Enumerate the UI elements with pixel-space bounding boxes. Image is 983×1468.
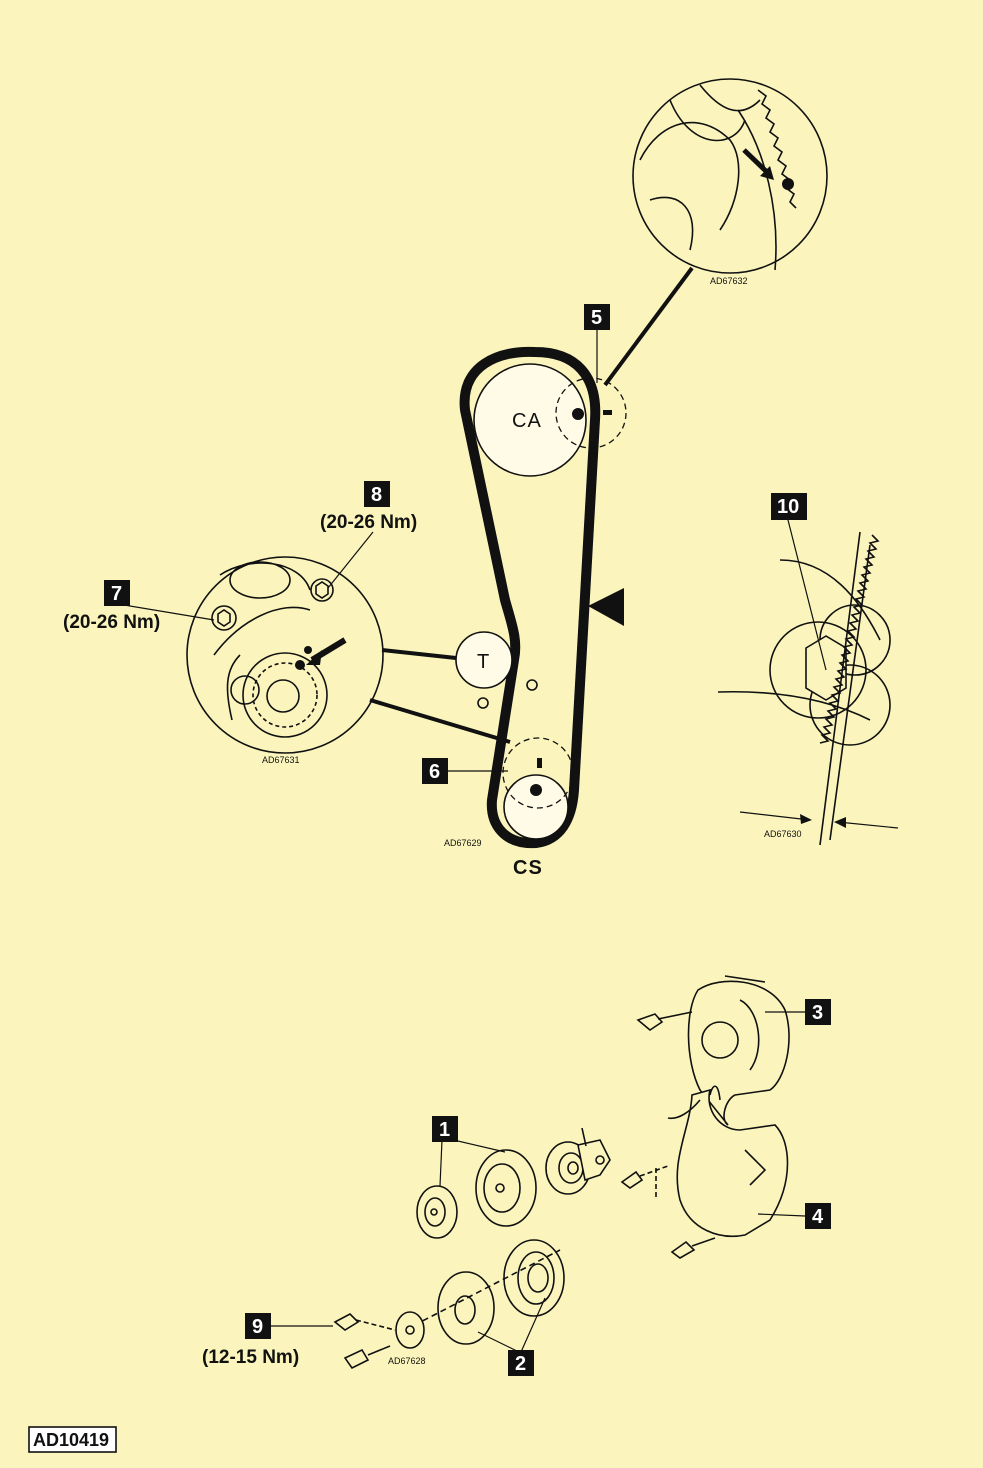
callout-8: 8 (20-26 Nm) [320, 481, 417, 589]
camshaft-detail-circle [632, 78, 828, 274]
camshaft-detail-leader [603, 266, 694, 387]
callout-label-2: 2 [515, 1353, 526, 1375]
crankshaft-timing-mark [537, 758, 542, 768]
timing-belt-layout: CA T CS AD67629 [444, 346, 627, 879]
crankshaft-pulley [503, 774, 569, 840]
torque-label-7: (20-26 Nm) [63, 612, 160, 633]
torque-label-9: (12-15 Nm) [202, 1347, 299, 1368]
crankshaft-timing-dot [530, 784, 542, 796]
callout-label-1: 1 [439, 1119, 450, 1141]
tensioner-hole-1 [526, 679, 538, 691]
camshaft-label: CA [512, 410, 542, 432]
camshaft-timing-mark [603, 410, 612, 415]
callout-7: 7 (20-26 Nm) [63, 580, 215, 633]
callout-2: 2 [477, 1297, 546, 1376]
upper-timing-cover [636, 975, 790, 1126]
callout-4: 4 [757, 1203, 831, 1229]
lower-timing-cover [620, 1085, 789, 1259]
crankshaft-pulleys [404, 1239, 565, 1345]
camshaft-detail-dot [782, 178, 794, 190]
callout-label-10: 10 [777, 496, 799, 518]
idler-pulleys [416, 1149, 537, 1239]
tensioner-label: T [477, 651, 490, 673]
callout-5: 5 [584, 304, 610, 383]
crankshaft-label: CS [513, 857, 543, 879]
tensioner-assembly [545, 1127, 611, 1195]
tensioner-detail-leader-2 [369, 698, 511, 744]
callout-label-4: 4 [812, 1206, 824, 1228]
exploded-view: AD67628 [333, 975, 790, 1370]
tensioner-hole-2 [477, 697, 489, 709]
callout-3: 3 [765, 999, 831, 1025]
crankshaft-mark-circle [502, 737, 574, 809]
rotation-direction-arrow [588, 588, 624, 626]
figure-id-box: AD10419 [28, 1426, 117, 1453]
belt-tension-detail: AD67630 [717, 531, 899, 846]
camshaft-mark-circle [555, 377, 627, 449]
reference-belt-detail: AD67630 [764, 829, 802, 839]
crankshaft-hub-and-bolts: AD67628 [333, 1311, 426, 1370]
timing-belt [459, 346, 601, 849]
callout-label-9: 9 [252, 1316, 263, 1338]
callout-label-5: 5 [591, 307, 602, 329]
callout-label-3: 3 [812, 1002, 823, 1024]
camshaft-pulley [473, 363, 587, 477]
reference-camshaft-detail: AD67632 [710, 276, 748, 286]
callout-label-8: 8 [371, 484, 382, 506]
tension-measure-left [739, 811, 811, 821]
callout-label-7: 7 [111, 583, 122, 605]
tensioner-detail-circle [186, 556, 384, 754]
figure-id: AD10419 [33, 1430, 109, 1450]
tension-measure-right [837, 821, 899, 829]
tensioner-detail-leader-1 [381, 648, 457, 660]
camshaft-detail: AD67632 [603, 78, 828, 387]
callout-9: 9 (12-15 Nm) [202, 1313, 333, 1368]
tensioner-detail: AD67631 [186, 556, 511, 765]
torque-label-8: (20-26 Nm) [320, 512, 417, 533]
camshaft-timing-dot [572, 408, 584, 420]
callout-10: 10 [771, 493, 827, 671]
reference-exploded: AD67628 [388, 1356, 426, 1366]
callout-1: 1 [432, 1116, 506, 1187]
callout-6: 6 [422, 758, 508, 784]
tensioner-pulley [455, 631, 513, 689]
reference-tensioner-detail: AD67631 [262, 755, 300, 765]
reference-main-belt: AD67629 [444, 838, 482, 848]
callout-label-6: 6 [429, 761, 440, 783]
